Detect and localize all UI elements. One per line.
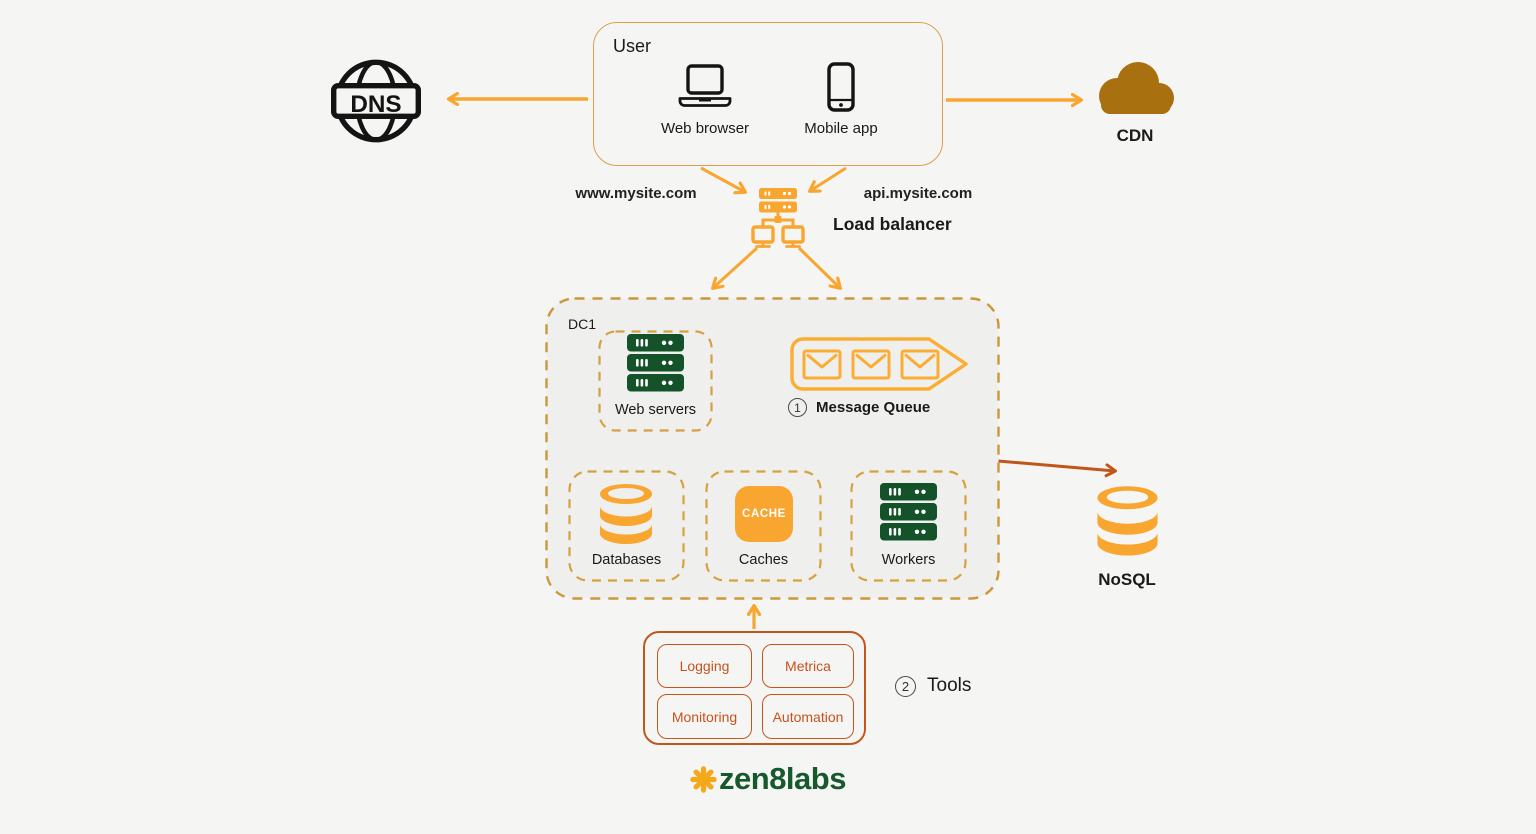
workers-icon <box>880 483 937 541</box>
tools-group-box: Logging Metrica Monitoring Automation <box>643 631 866 745</box>
zen8labs-logo-text: zen8labs <box>719 761 846 796</box>
user-group-box: User Web browser Mobile app <box>593 22 943 166</box>
tool-logging: Logging <box>657 644 752 688</box>
nosql-icon <box>1097 486 1158 556</box>
load-balancer-label: Load balancer <box>833 214 952 234</box>
cdn-label: CDN <box>1116 126 1154 145</box>
tool-metrica: Metrica <box>762 644 854 688</box>
tool-automation: Automation <box>762 694 854 739</box>
caches-label: Caches <box>738 552 789 568</box>
web-servers-label: Web servers <box>614 402 697 418</box>
user-group-title: User <box>613 36 652 56</box>
web-browser-label: Web browser <box>660 120 750 137</box>
cdn-cloud-icon <box>1099 62 1174 114</box>
message-queue-number-badge: 1 <box>788 398 807 417</box>
dc1-label: DC1 <box>568 316 597 332</box>
laptop-icon <box>678 64 732 107</box>
databases-icon <box>600 484 652 544</box>
load-balancer-icon <box>751 188 805 248</box>
message-queue-icon <box>790 337 968 391</box>
message-queue-caption: 1 Message Queue <box>788 398 930 417</box>
api-domain-label: api.mysite.com <box>863 185 973 202</box>
databases-box <box>568 470 685 582</box>
web-servers-box <box>598 330 713 432</box>
cache-icon-text: CACHE <box>742 508 786 520</box>
mobile-phone-icon <box>827 62 855 112</box>
workers-box <box>850 470 967 582</box>
web-servers-icon <box>627 334 684 392</box>
tools-number-badge: 2 <box>895 675 916 697</box>
tools-caption: 2 Tools <box>895 675 971 697</box>
mobile-app-label: Mobile app <box>804 120 878 137</box>
dns-globe-icon: DNS <box>331 59 421 143</box>
databases-label: Databases <box>591 552 662 568</box>
dns-label: DNS <box>350 91 401 118</box>
workers-label: Workers <box>881 552 936 568</box>
dns-node: DNS <box>331 56 421 146</box>
www-domain-label: www.mysite.com <box>575 185 697 202</box>
zen8labs-asterisk-icon <box>690 765 717 793</box>
message-queue-label: Message Queue <box>816 399 931 416</box>
caches-box <box>705 470 822 582</box>
zen8labs-logo: zen8labs <box>668 761 868 797</box>
nosql-label: NoSQL <box>1098 570 1156 589</box>
cache-icon: CACHE <box>735 486 793 542</box>
tools-label: Tools <box>927 675 972 696</box>
tool-monitoring: Monitoring <box>657 694 752 739</box>
